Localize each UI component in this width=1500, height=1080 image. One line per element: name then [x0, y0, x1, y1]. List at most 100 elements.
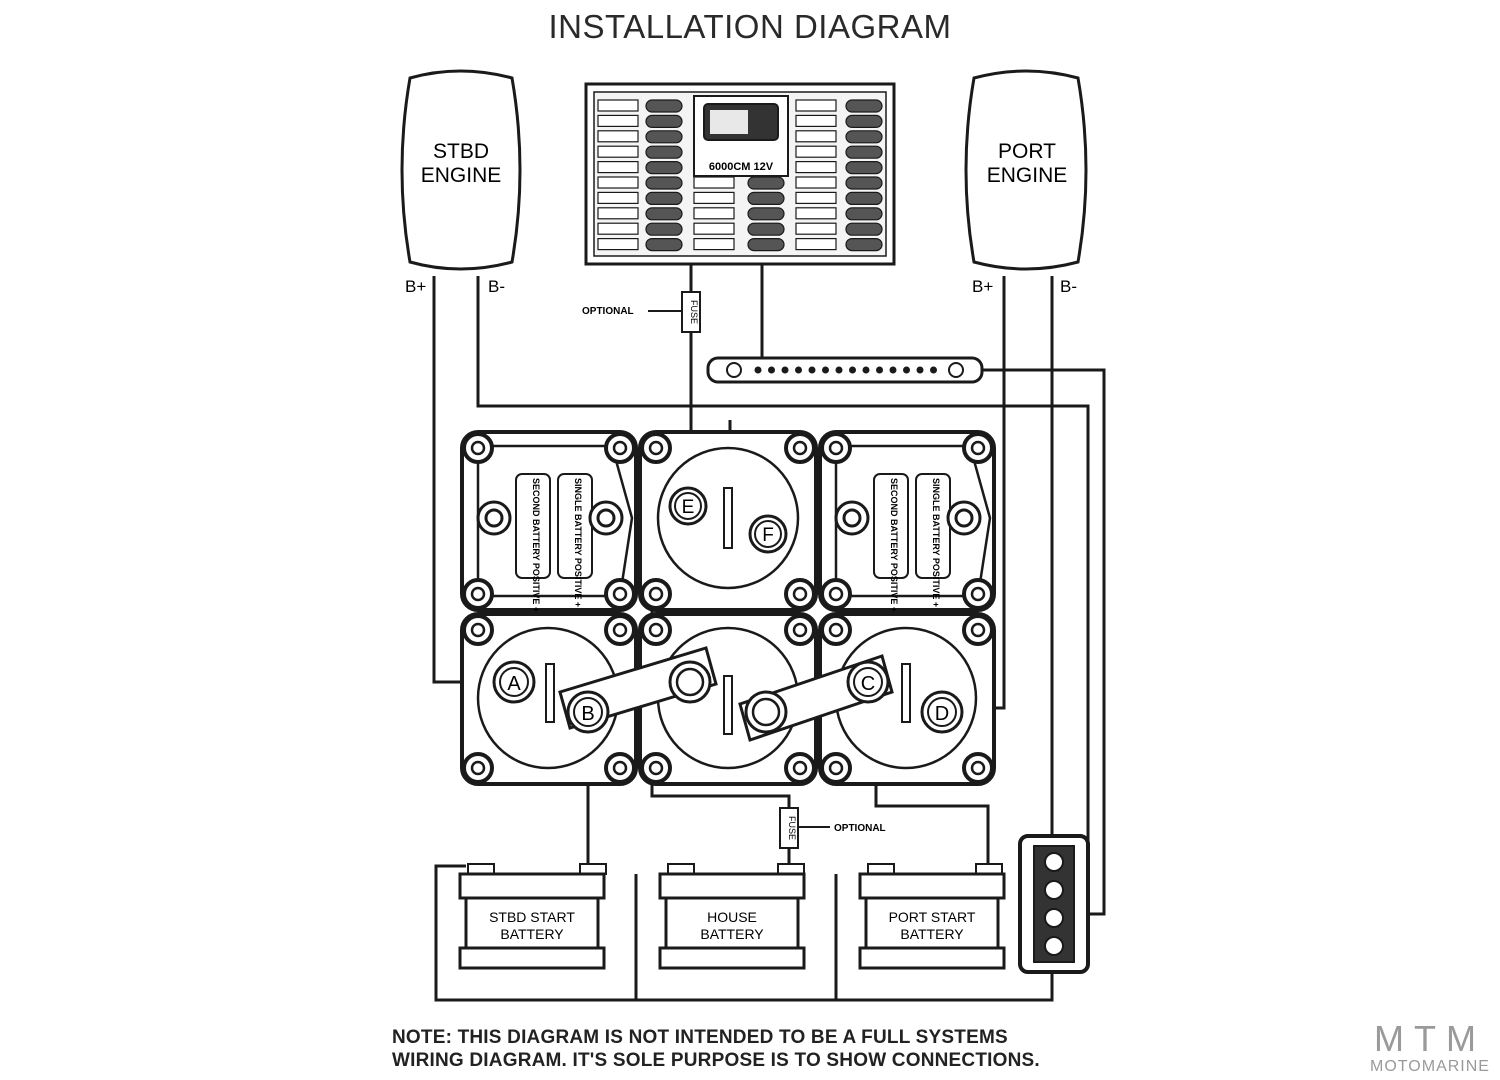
bus-bar: [706, 356, 984, 384]
breaker-label: [795, 191, 837, 204]
brand-letters: MTM: [1374, 1018, 1486, 1059]
port-engine-negative-label: B-: [1060, 277, 1077, 296]
port-engine-positive-label: B+: [972, 277, 993, 296]
optional-label-top: OPTIONAL: [582, 306, 634, 317]
breaker-label: [597, 161, 639, 174]
breaker-label: [597, 238, 639, 251]
breaker-switch: [645, 207, 683, 221]
breaker-switch: [645, 222, 683, 236]
breaker-switch: [845, 130, 883, 144]
breaker-switch: [747, 238, 785, 252]
switch-upper-left: SECOND BATTERY POSITIVE + SINGLE BATTERY…: [460, 430, 638, 612]
breaker-switch: [845, 176, 883, 190]
breaker-label: [795, 130, 837, 143]
breaker-label: [597, 191, 639, 204]
breaker-switch: [845, 114, 883, 129]
note-line-2: WIRING DIAGRAM. IT'S SOLE PURPOSE IS TO …: [392, 1050, 1040, 1071]
terminal-f: F: [762, 525, 774, 546]
breaker-label: [693, 191, 735, 204]
breaker-label: [795, 114, 837, 128]
port-engine: PORT ENGINE B+ B-: [964, 69, 1088, 296]
bus-bar-screw: [768, 366, 775, 374]
stbd-start-battery-label-1: STBD START: [489, 909, 575, 925]
breaker-label: [795, 176, 837, 189]
house-battery-label-2: BATTERY: [700, 926, 764, 942]
breaker-switch: [845, 207, 883, 221]
stbd-engine: STBD ENGINE B+ B-: [400, 69, 522, 296]
stbd-start-battery: STBD START BATTERY: [458, 863, 607, 970]
breaker-label: [597, 114, 639, 128]
breaker-switch: [845, 191, 883, 205]
svg-text:FUSE: FUSE: [787, 816, 797, 840]
center-post-2: [744, 690, 788, 734]
stbd-engine-positive-label: B+: [405, 277, 426, 296]
breaker-label: [693, 222, 735, 235]
stbd-engine-negative-label: B-: [488, 277, 505, 296]
breaker-label: [597, 130, 639, 143]
port-start-battery-label-2: BATTERY: [900, 926, 964, 942]
panel-breakers: [597, 99, 883, 252]
bus-bar-screw: [808, 366, 816, 374]
fuse-top: FUSE OPTIONAL: [582, 291, 701, 333]
breaker-switch: [645, 145, 683, 159]
terminal-b-post: B: [566, 690, 610, 734]
breaker-switch: [747, 207, 785, 221]
breaker-label: [795, 238, 837, 251]
panel-model-label: 6000CM 12V: [709, 161, 774, 173]
breaker-label: [795, 145, 837, 158]
breaker-switch: [645, 191, 683, 205]
bus-bar-screw: [930, 366, 937, 374]
breaker-switch: [645, 161, 683, 175]
switch-label-second: SECOND BATTERY POSITIVE +: [531, 478, 541, 612]
terminal-a-post: A: [492, 660, 536, 704]
breaker-label: [795, 207, 837, 220]
center-post-1: [668, 660, 712, 704]
switch-bars: [545, 663, 911, 735]
diagram-title: INSTALLATION DIAGRAM: [548, 8, 952, 45]
breaker-switch: [747, 222, 785, 236]
bus-bar-screw: [835, 366, 843, 374]
breaker-label: [795, 161, 837, 174]
terminal-c-post: C: [846, 660, 890, 704]
diagram-note: NOTE: THIS DIAGRAM IS NOT INTENDED TO BE…: [392, 1026, 1040, 1072]
optional-label-bottom: OPTIONAL: [834, 823, 886, 834]
breaker-label: [795, 99, 837, 112]
bus-bar-screw: [862, 366, 870, 374]
stbd-engine-label-1: STBD: [433, 140, 489, 163]
breaker-switch: [845, 145, 883, 159]
switch-upper-middle: E F: [638, 430, 818, 612]
breaker-switch: [845, 161, 883, 175]
bus-bar-screw: [903, 366, 910, 374]
bus-bar-screw: [849, 366, 856, 374]
switch-label-second-right: SECOND BATTERY POSITIVE +: [889, 478, 899, 612]
bus-bar-screw: [889, 366, 897, 374]
switch-upper-right: SECOND BATTERY POSITIVE + SINGLE BATTERY…: [818, 430, 996, 612]
switch-label-single: SINGLE BATTERY POSITIVE +: [573, 478, 583, 607]
svg-text:FUSE: FUSE: [689, 300, 699, 324]
breaker-switch: [845, 238, 883, 252]
breaker-label: [597, 176, 639, 189]
breaker-switch: [645, 114, 683, 129]
breaker-label: [597, 207, 639, 220]
breaker-label: [597, 99, 639, 112]
breaker-switch: [645, 238, 683, 252]
breaker-switch: [645, 130, 683, 144]
port-engine-label-1: PORT: [998, 140, 1056, 163]
breaker-label: [795, 222, 837, 235]
house-battery: HOUSE BATTERY: [658, 863, 806, 970]
terminal-c: C: [861, 673, 875, 695]
bus-bar-screw: [795, 366, 802, 374]
port-start-battery: PORT START BATTERY: [858, 863, 1006, 970]
breaker-label: [597, 145, 639, 158]
terminal-b: B: [581, 703, 594, 725]
bus-bar-screw: [754, 366, 762, 374]
breaker-label: [693, 176, 735, 189]
fuse-bottom: FUSE OPTIONAL: [779, 807, 886, 849]
negative-bus-block: [1018, 834, 1090, 974]
house-battery-label-1: HOUSE: [707, 909, 757, 925]
breaker-switch: [747, 176, 785, 190]
breaker-switch: [645, 176, 683, 190]
bus-bar-screw: [781, 366, 789, 374]
breaker-label: [597, 222, 639, 235]
